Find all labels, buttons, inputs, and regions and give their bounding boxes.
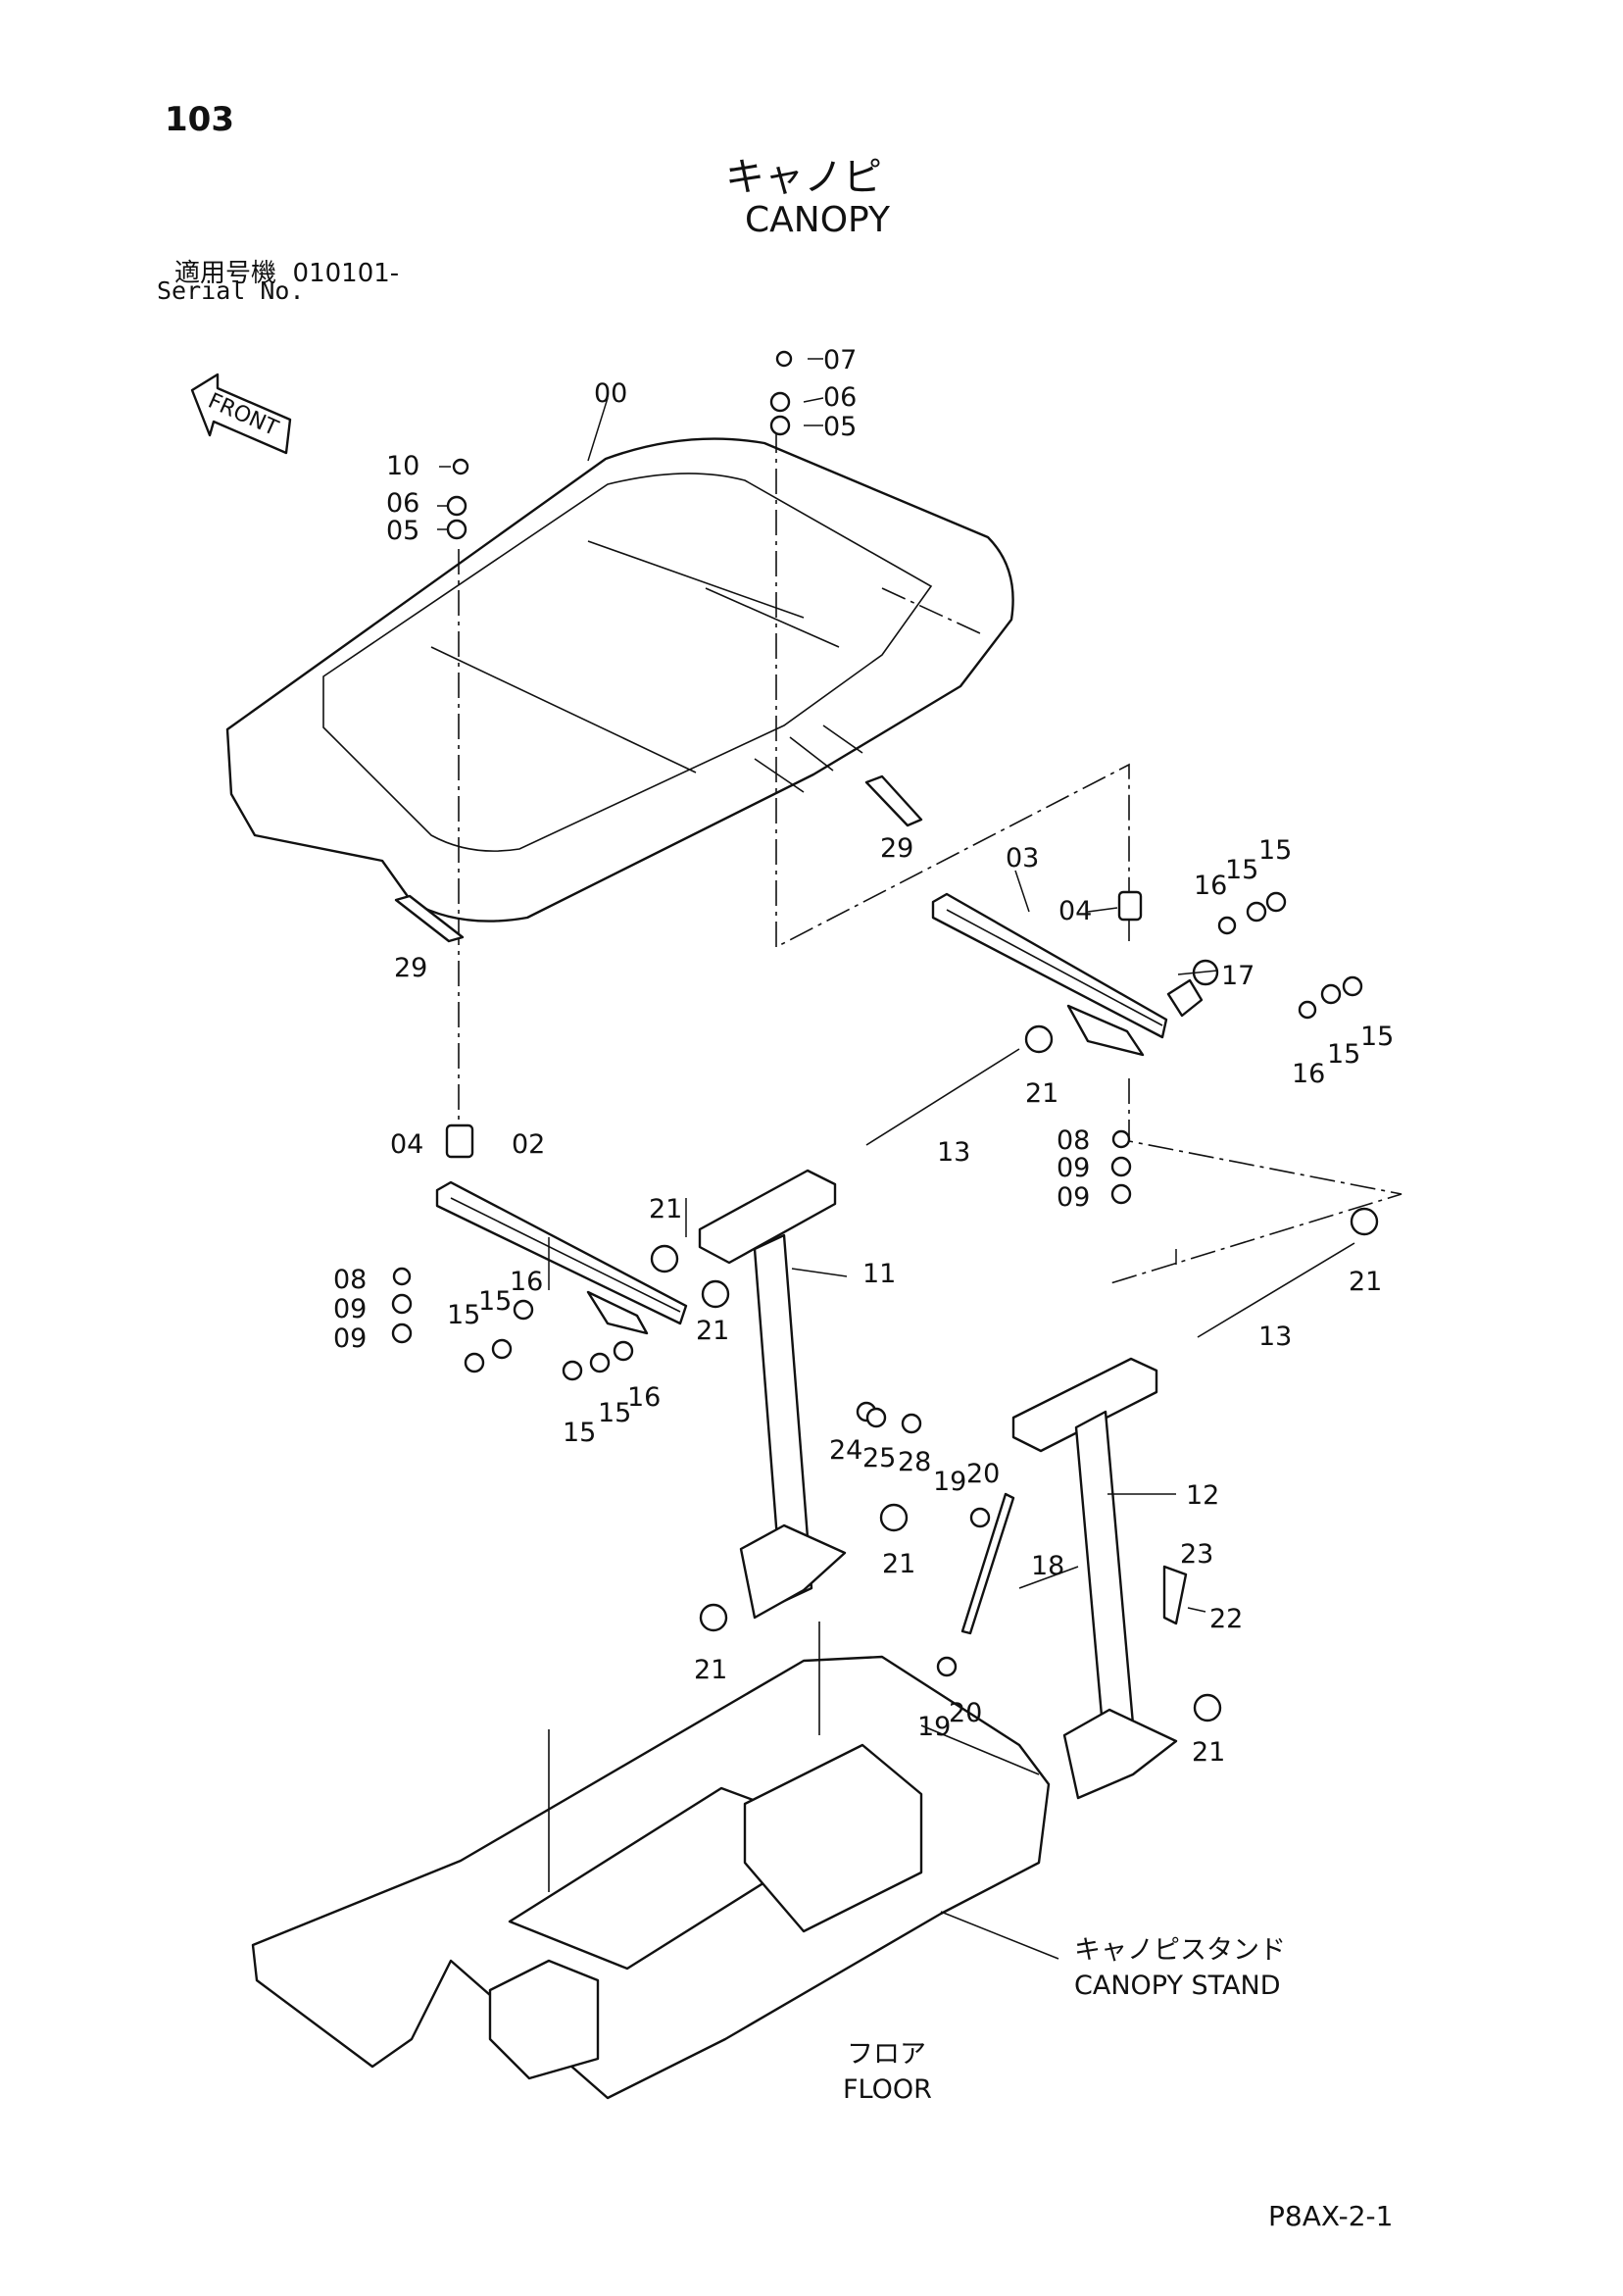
callout-21: 21 [1192,1737,1225,1768]
callout-06: 06 [386,488,419,519]
callout-21: 21 [694,1655,727,1685]
callout-15: 15 [1225,855,1258,885]
callout-03: 03 [1006,843,1039,873]
callout-05: 05 [386,516,419,546]
callout-16: 16 [627,1382,661,1413]
callout-28: 28 [898,1447,931,1477]
callout-25: 25 [862,1443,896,1473]
callout-29: 29 [394,953,427,983]
callout-13: 13 [1258,1322,1292,1352]
title-japanese: キャノピ [725,155,882,200]
callout-04: 04 [1058,896,1092,926]
callout-19: 19 [933,1467,966,1497]
callout-24: 24 [829,1435,862,1466]
callout-09: 09 [1057,1153,1090,1183]
callout-07: 07 [823,345,857,375]
floor-label-ja: フロア [847,2039,926,2070]
callout-22: 22 [1209,1604,1243,1634]
floor-assembly [251,1622,1051,2100]
callout-21: 21 [1025,1078,1058,1109]
callout-13: 13 [937,1137,970,1168]
cable-lower [1197,1242,1355,1338]
hardware [391,350,1379,1722]
callout-21: 21 [649,1194,682,1224]
canopy-stand-label-en: CANOPY STAND [1074,1971,1281,2001]
callout-21: 21 [696,1316,729,1346]
serial-label-japanese: 適用号機 010101- [174,253,399,289]
rail-left [435,1180,688,1335]
callout-12: 12 [1186,1480,1219,1511]
rail-right [931,892,1204,1057]
floor-label-en: FLOOR [843,2074,932,2105]
callout-10: 10 [386,451,419,481]
callout-00: 00 [594,378,627,409]
canopy-roof [225,437,1014,923]
callout-02: 02 [512,1129,545,1160]
title-english: CANOPY [745,200,890,240]
callout-15: 15 [1258,835,1292,866]
callout-15: 15 [478,1286,512,1317]
stand-11 [698,1169,847,1620]
callout-15: 15 [1360,1022,1394,1052]
callout-19: 19 [917,1712,951,1742]
callout-06: 06 [823,382,857,413]
canopy-stand-label-ja: キャノピスタンド [1074,1935,1286,1966]
cable-upper [865,1048,1020,1146]
callout-08: 08 [1057,1125,1090,1156]
callout-05: 05 [823,412,857,442]
callout-09: 09 [1057,1182,1090,1213]
gas-spring [960,1492,1015,1635]
callout-21: 21 [882,1549,915,1579]
callout-23: 23 [1180,1539,1213,1570]
callout-15: 15 [1327,1039,1360,1070]
callout-11: 11 [862,1259,896,1289]
callout-09: 09 [333,1294,367,1324]
callout-16: 16 [510,1267,543,1297]
callout-04: 04 [390,1129,423,1160]
callout-08: 08 [333,1265,367,1295]
callout-20: 20 [966,1459,1000,1489]
front-arrow-icon: FRONT [190,373,292,455]
callout-09: 09 [333,1323,367,1354]
callout-16: 16 [1194,871,1227,901]
serial-label-ja-text: 適用号機 [174,259,277,288]
callout-20: 20 [949,1698,982,1728]
serial-label-english: Serial No. [157,276,305,305]
callout-15: 15 [563,1418,596,1448]
callout-16: 16 [1292,1059,1325,1089]
callout-18: 18 [1031,1551,1064,1581]
callout-29: 29 [880,833,913,864]
stand-12 [1011,1357,1178,1800]
callout-15: 15 [598,1398,631,1428]
callout-21: 21 [1349,1267,1382,1297]
page-number: 103 [165,100,234,139]
drawing-code: P8AX-2-1 [1268,2200,1394,2232]
callout-17: 17 [1221,961,1254,991]
callout-15: 15 [447,1300,480,1330]
serial-value: 010101- [292,259,400,288]
